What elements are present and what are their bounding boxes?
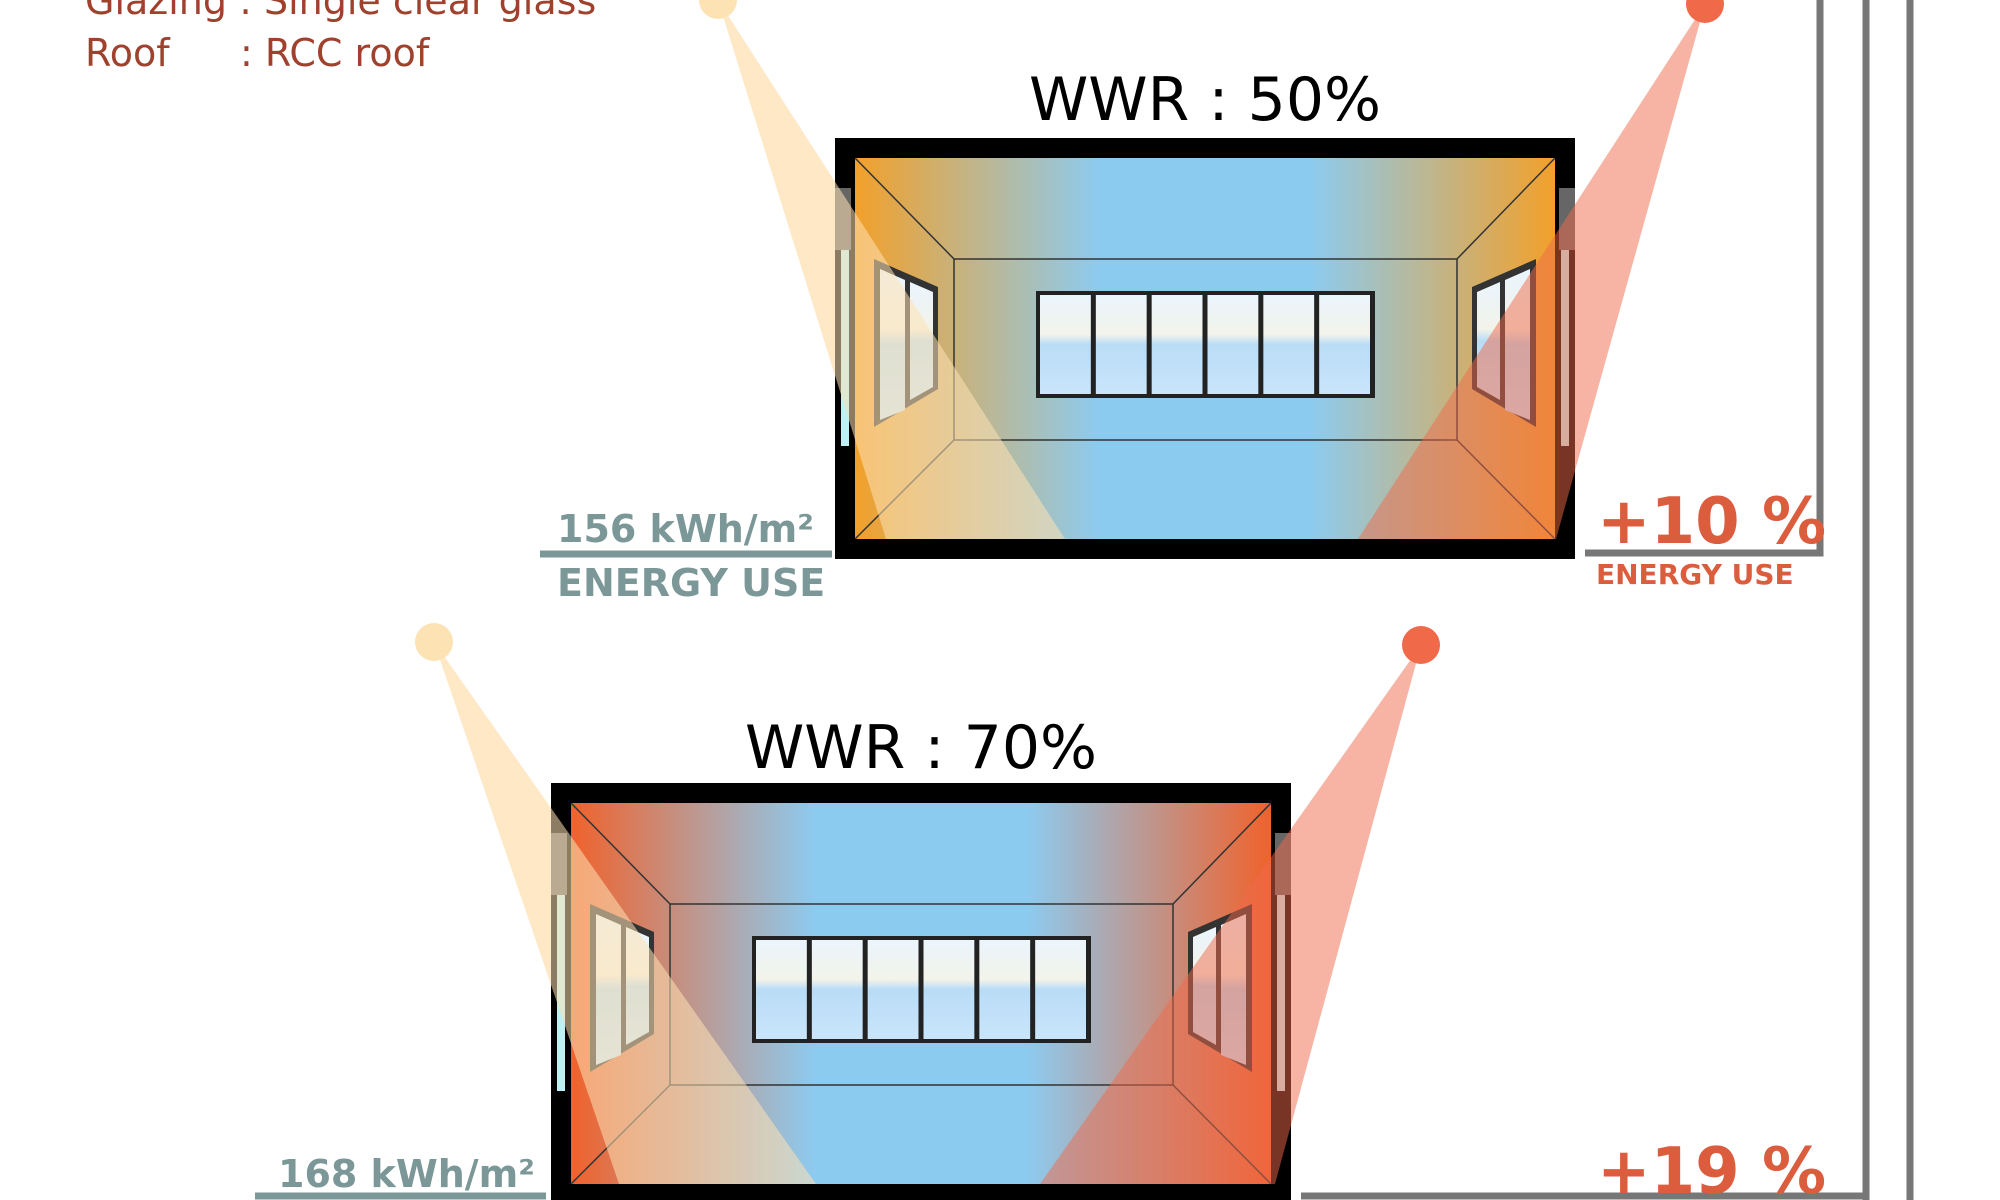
perspective-edge [570,802,671,905]
back-window-pane [867,940,919,1039]
sun-yellow-icon [415,623,453,661]
case-1-energy-value: 156 kWh/m² [557,507,814,551]
room-wwr-70 [415,623,1440,1200]
case-1-increase: +10 % [1597,485,1826,559]
back-window-pane [1040,295,1091,394]
connector-case-1 [1585,0,1824,557]
sun-yellow-icon [699,0,737,19]
sun-beam-red [1358,4,1705,539]
case-2-increase: +19 % [1597,1135,1826,1200]
case-1-increase-label: ENERGY USE [1596,558,1794,591]
sun-red-icon [1402,626,1440,664]
glazing-spec: Glazing : Single clear glass [85,0,596,23]
sun-beam-yellow-interior [434,642,816,1184]
case-1-title: WWR : 50% [1029,65,1381,135]
back-window-pane [756,940,807,1039]
back-window-pane [1035,940,1086,1039]
back-window-pane [1151,295,1203,394]
back-window-frame [752,936,1091,1043]
sun-beam-yellow-interior [718,0,1065,539]
perspective-edge [1172,802,1272,905]
back-window-pane [811,940,863,1039]
case-2-energy-value: 168 kWh/m² [278,1152,535,1196]
case-1-energy-label: ENERGY USE [557,561,825,605]
back-window-frame [1036,291,1375,398]
case-2-title: WWR : 70% [745,713,1097,783]
sun-beam-red [1040,645,1421,1184]
back-window-pane [1263,295,1315,394]
roof-spec-label: Roof [85,31,171,75]
room-wwr-50 [699,0,1724,559]
back-window-pane [1095,295,1147,394]
perspective-edge [1456,157,1556,260]
back-window-pane [1207,295,1259,394]
sun-red-icon [1686,0,1724,23]
back-window-pane [923,940,975,1039]
roof-spec-value: : RCC roof [240,31,431,75]
perspective-edge [854,157,955,260]
back-window-pane [979,940,1031,1039]
back-wall [953,258,1458,441]
connector-lines [1301,0,1914,1200]
back-window-pane [1319,295,1370,394]
